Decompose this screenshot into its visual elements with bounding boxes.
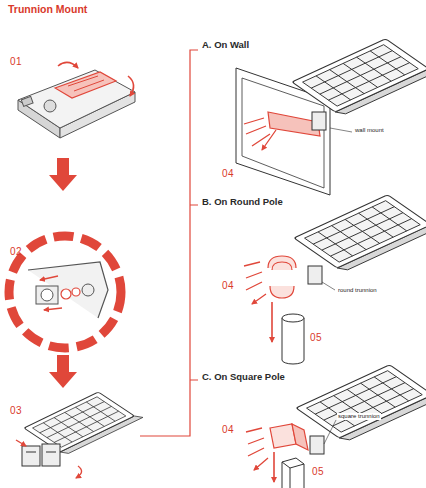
part-name: wall mount — [354, 127, 385, 134]
option-heading: A. On Wall — [202, 40, 249, 51]
step-number: 04 — [222, 424, 234, 436]
step-number: 02 — [10, 246, 22, 258]
light-step-03 — [16, 390, 143, 478]
option-bracket — [140, 50, 198, 436]
option-heading: C. On Square Pole — [202, 372, 285, 383]
housing-step-01 — [18, 62, 135, 138]
step-number: 01 — [10, 56, 22, 68]
step-number: 05 — [310, 332, 322, 344]
title: Trunnion Mount — [8, 3, 87, 15]
step-number: 05 — [312, 466, 324, 478]
part-name: square trunnion — [337, 413, 381, 420]
step-arrow — [49, 158, 77, 191]
round-pole-option — [244, 193, 426, 364]
step-number: 04 — [222, 168, 234, 180]
wall-option — [236, 37, 426, 195]
step-arrow — [49, 355, 77, 388]
step-number: 04 — [222, 280, 234, 292]
option-heading: B. On Round Pole — [202, 197, 283, 208]
detail-step-02 — [9, 236, 121, 348]
step-number: 03 — [10, 405, 22, 417]
part-name: round trunnion — [337, 287, 378, 294]
